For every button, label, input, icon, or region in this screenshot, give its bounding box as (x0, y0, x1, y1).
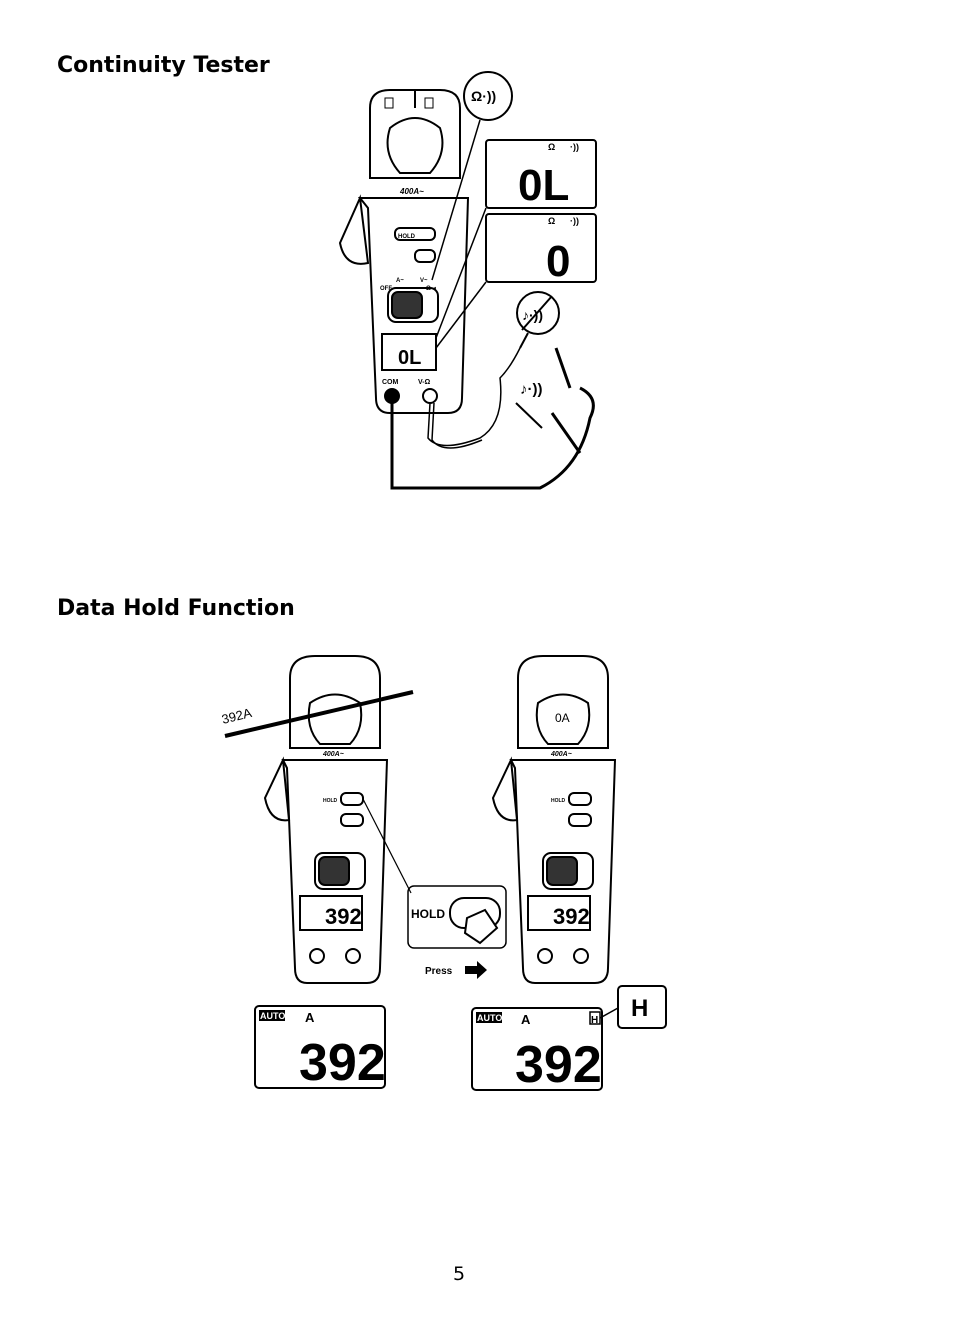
left-meter-range-label: 400A~ (322, 751, 344, 758)
lcd-open-ohm: Ω (548, 142, 555, 152)
lcd-open-beep: ·)) (570, 142, 579, 152)
lcd-open-reading: 0L (518, 161, 569, 210)
clamp-meter-right (491, 655, 617, 984)
meter-amp-label: A~ (396, 278, 404, 284)
page-number: 5 (452, 1263, 466, 1285)
lcd-closed-circuit (485, 213, 597, 283)
inset-hold-label: HOLD (411, 907, 445, 921)
lcd-before-reading: 392 (299, 1034, 386, 1092)
clamp-reading: 0A (555, 711, 570, 725)
function-callout-bubble (463, 71, 513, 121)
lcd-closed-beep: ·)) (570, 216, 579, 226)
meter-com-label: COM (382, 379, 399, 386)
right-meter-lcd-reading: 392 (553, 904, 590, 929)
data-hold-figure: 392A 400A~ HOLD 392 HOLD Press 0A 400A~ … (220, 655, 667, 1094)
lcd-after-hold-indicator: H (591, 1015, 598, 1026)
function-callout-symbol: Ω·)) (471, 88, 496, 104)
press-arrow-icon (465, 961, 487, 979)
conductor-line (224, 690, 414, 738)
section-title-continuity-tester: Continuity Tester (57, 53, 270, 78)
meter-volt-label: V~ (420, 278, 428, 284)
right-meter-range-label: 400A~ (550, 751, 572, 758)
lcd-closed-reading: 0 (546, 237, 570, 286)
meter-off-label: OFF (380, 286, 392, 292)
test-leads (390, 332, 595, 490)
lcd-after-reading: 392 (515, 1036, 602, 1094)
meter-hold-label: HOLD (398, 234, 416, 240)
meter-vohm-label: V-Ω (418, 379, 431, 386)
section-title-data-hold: Data Hold Function (57, 596, 295, 621)
right-meter-hold-label: HOLD (551, 798, 566, 804)
press-label: Press (425, 966, 453, 977)
lcd-before-auto: AUTO (260, 1011, 285, 1021)
hold-indicator-badge (617, 985, 667, 1029)
beep-symbol: ♪·)) (520, 381, 543, 398)
lcd-after-unit: A (521, 1012, 531, 1027)
lcd-after-hold (471, 1007, 603, 1091)
clamp-meter (338, 89, 470, 414)
left-meter-lcd-reading: 392 (325, 904, 362, 929)
continuity-tester-figure: 400A~ HOLD OFF A~ V~ Ω·◂ 0L COM V-Ω Ω·))… (338, 71, 597, 490)
lcd-before-unit: A (305, 1010, 315, 1025)
lcd-closed-ohm: Ω (548, 216, 555, 226)
current-label: 392A (220, 705, 253, 727)
clamp-meter-left (263, 655, 389, 984)
meter-lcd-reading: 0L (398, 347, 421, 369)
lcd-open-circuit (485, 139, 597, 209)
lcd-before-hold (254, 1005, 386, 1089)
left-meter-hold-label: HOLD (323, 798, 338, 804)
lcd-after-auto: AUTO (477, 1013, 502, 1023)
meter-range-label: 400A~ (399, 187, 424, 196)
meter-ohm-label: Ω·◂ (426, 286, 437, 292)
hold-badge-letter: H (631, 995, 648, 1022)
